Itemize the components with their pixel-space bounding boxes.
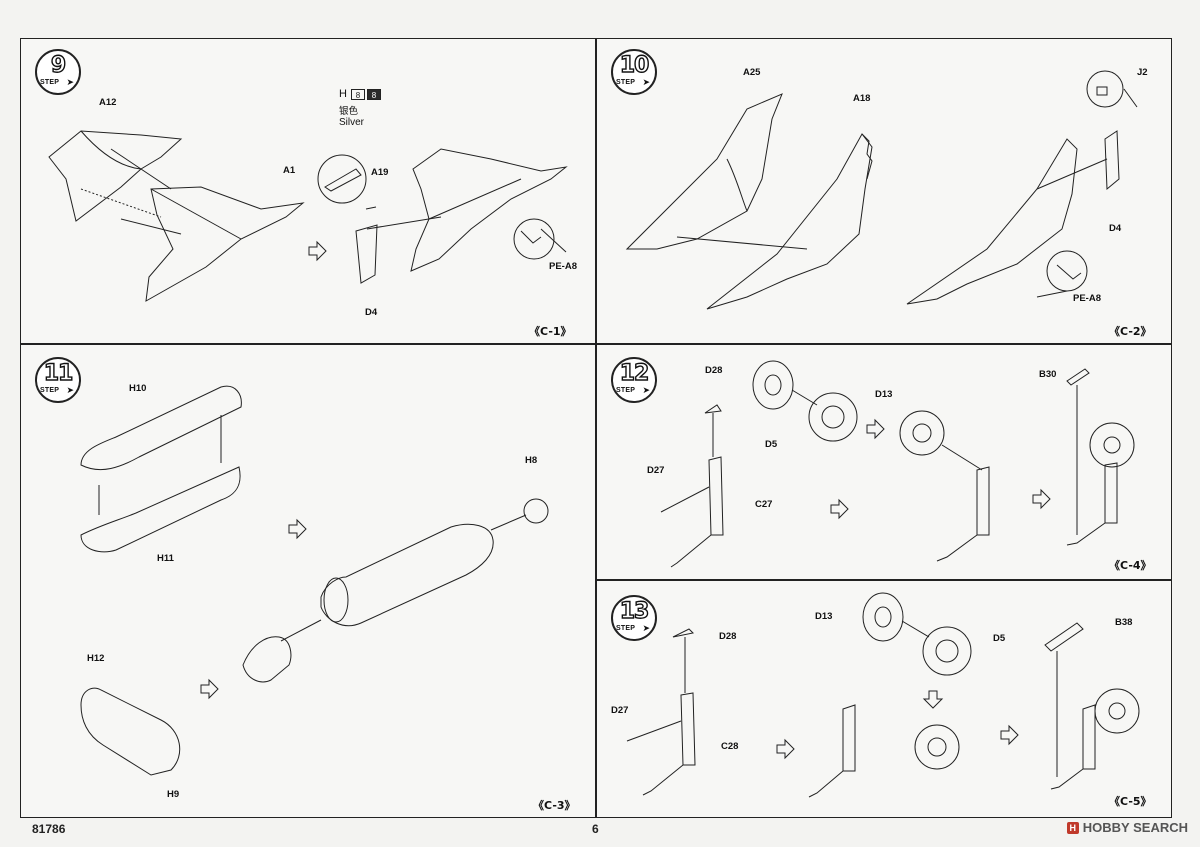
hobby-search-logo-icon: H (1066, 821, 1079, 834)
step-13-panel: 13 STEP ➤ D28 D13 D5 D27 C28 B38 《C-5》 (596, 580, 1172, 818)
step-arrow-icon: ➤ (642, 623, 650, 633)
step-label: STEP (40, 79, 60, 86)
step-label: STEP (40, 387, 60, 394)
step-11-badge: 11 STEP ➤ (35, 357, 81, 403)
step-label: STEP (616, 625, 636, 632)
paint-chip-dark: 8 (366, 88, 381, 100)
part-label: D27 (647, 465, 665, 476)
paint-name-cn: 银色 (339, 106, 359, 117)
part-label: D4 (1109, 223, 1122, 234)
paint-chip-light: 8 (350, 88, 365, 100)
callout-ref: 《C-2》 (1109, 325, 1152, 338)
step-number: 12 (619, 360, 650, 386)
step-number: 10 (619, 52, 650, 78)
paint-name-en: Silver (339, 117, 365, 128)
step-12-badge: 12 STEP ➤ (611, 357, 657, 403)
part-label: B30 (1039, 369, 1057, 380)
step-arrow-icon: ➤ (642, 385, 650, 395)
step-13-illustration (626, 592, 1140, 798)
callout-ref: 《C-1》 (529, 325, 572, 338)
step-9-badge: 9 STEP ➤ (35, 49, 81, 95)
part-label: D27 (611, 705, 629, 716)
callout-ref: 《C-4》 (1109, 559, 1152, 572)
part-label: H9 (167, 789, 180, 800)
step-label: STEP (616, 79, 636, 86)
step-10-illustration (625, 70, 1138, 310)
part-label: PE-A8 (549, 261, 577, 272)
step-arrow-icon: ➤ (66, 385, 74, 395)
part-label: D5 (993, 633, 1006, 644)
part-label: A25 (743, 67, 761, 78)
step-arrow-icon: ➤ (66, 77, 74, 87)
part-label: C28 (721, 741, 739, 752)
part-label: C27 (755, 499, 773, 510)
step-number: 9 (50, 52, 67, 78)
step-12-panel: 12 STEP ➤ D28 D13 D5 D27 C27 B30 《C-4》 (596, 344, 1172, 580)
part-label: D13 (815, 611, 833, 622)
part-label: D13 (875, 389, 893, 400)
step-label: STEP (616, 387, 636, 394)
part-label: A12 (99, 97, 117, 108)
step-number: 11 (43, 360, 74, 386)
callout-ref: 《C-3》 (533, 799, 576, 812)
step-11-panel: 11 STEP ➤ H10 H11 H8 H12 H9 《C-3》 (20, 344, 596, 818)
part-label: A18 (853, 93, 871, 104)
part-label: A1 (283, 165, 296, 176)
product-code: 81786 (32, 822, 66, 836)
part-label: H12 (87, 653, 105, 664)
part-label: D28 (705, 365, 723, 376)
paint-callout: H 8 8 (339, 88, 381, 100)
step-11-illustration (80, 385, 549, 776)
watermark-text: HOBBY SEARCH (1082, 820, 1188, 835)
step-12-illustration (660, 360, 1135, 568)
watermark: H HOBBY SEARCH (1066, 820, 1188, 835)
step-13-badge: 13 STEP ➤ (611, 595, 657, 641)
part-label: J2 (1137, 67, 1148, 78)
step-9-illustration (48, 130, 568, 302)
step-number: 13 (619, 598, 650, 624)
part-label: H8 (525, 455, 538, 466)
part-label: B38 (1115, 617, 1133, 628)
step-9-panel: 9 STEP ➤ H 8 8 银色 Silver A12 A1 A19 D4 P… (20, 38, 596, 344)
part-label: A19 (371, 167, 389, 178)
paint-prefix: H (339, 88, 347, 100)
callout-ref: 《C-5》 (1109, 795, 1152, 808)
part-label: PE-A8 (1073, 293, 1101, 304)
page-number: 6 (592, 822, 599, 836)
step-10-panel: 10 STEP ➤ A25 A18 J2 D4 PE-A8 《C-2》 (596, 38, 1172, 344)
step-arrow-icon: ➤ (642, 77, 650, 87)
part-label: H11 (157, 553, 174, 564)
part-label: H10 (129, 383, 147, 394)
part-label: D28 (719, 631, 737, 642)
step-10-badge: 10 STEP ➤ (611, 49, 657, 95)
part-label: D4 (365, 307, 378, 318)
part-label: D5 (765, 439, 778, 450)
